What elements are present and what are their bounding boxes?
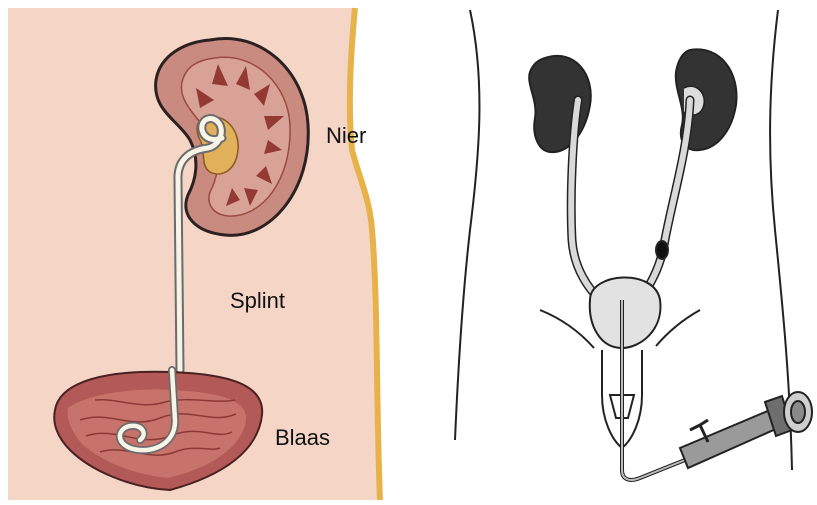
pelvis-line-left (540, 310, 594, 348)
left-panel: Nier Splint Blaas (8, 8, 380, 500)
kidneys (529, 49, 736, 152)
bladder-outline (590, 277, 661, 348)
bladder-label: Blaas (275, 425, 330, 450)
kidney-label: Nier (326, 123, 366, 148)
pelvis-line-right (656, 310, 700, 346)
right-panel (455, 10, 812, 480)
stent-marker (656, 241, 668, 259)
stent-label: Splint (230, 288, 285, 313)
body-contour-left (455, 10, 479, 440)
ureters (571, 100, 690, 300)
